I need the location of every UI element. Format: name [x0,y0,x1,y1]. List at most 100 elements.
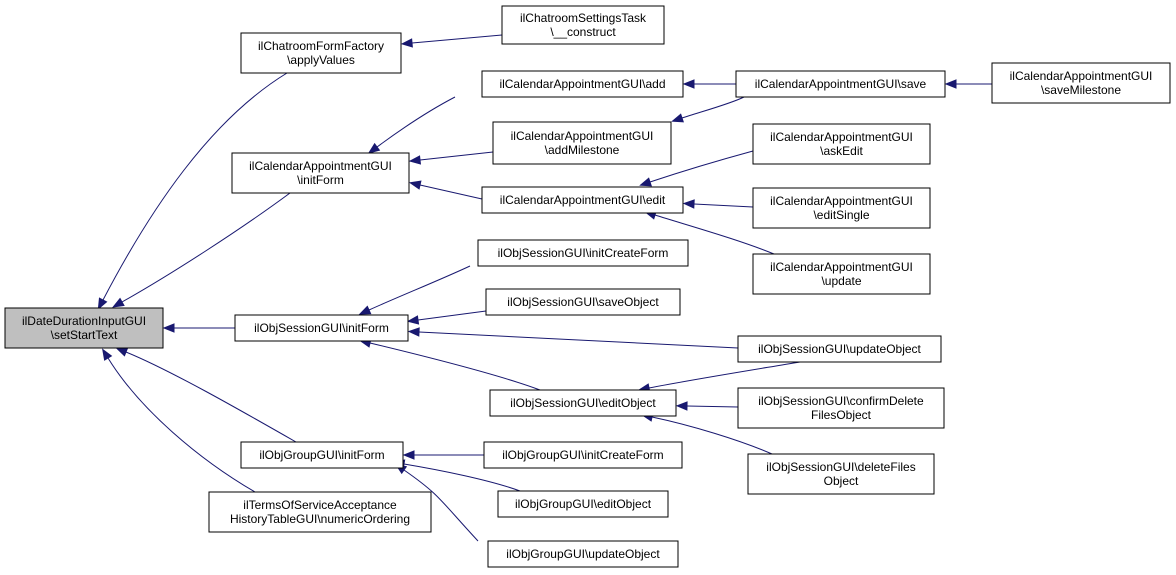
edge-tosHistory-to-root [102,348,256,493]
node-box [737,335,942,363]
edge-line [403,469,479,542]
node-sessInit[interactable]: ilObjSessionGUI\initForm [234,314,409,342]
node-box [487,540,679,568]
node-calInit[interactable]: ilCalendarAppointmentGUI\initForm [231,152,410,194]
node-label: ilObjGroupGUI\initCreateForm [502,448,663,462]
edge-line [648,361,801,389]
node-label: ilChatroomFormFactory [258,39,384,53]
edge-line [417,310,487,321]
arrowhead-icon [944,79,957,89]
node-box [231,152,410,194]
nodes-layer: ilDateDurationInputGUI\setStartTextilCha… [4,5,1171,568]
node-sessSaveObject[interactable]: ilObjSessionGUI\saveObject [485,288,681,316]
node-label: ilObjSessionGUI\initCreateForm [498,246,669,260]
edge-line [419,184,483,200]
edge-calEdit-to-calInit [408,180,483,200]
node-grpInit[interactable]: ilObjGroupGUI\initForm [240,441,404,469]
node-label: \applyValues [287,53,355,67]
arrowhead-icon [162,323,175,333]
edge-line [418,331,739,349]
edge-sessSaveObject-to-sessInit [406,310,487,325]
node-calAdd[interactable]: ilCalendarAppointmentGUI\add [481,70,684,98]
arrowhead-icon [671,113,684,123]
node-sessUpdateObject[interactable]: ilObjSessionGUI\updateObject [737,335,942,363]
node-calAskEdit[interactable]: ilCalendarAppointmentGUI\askEdit [752,123,931,165]
node-box [477,239,689,267]
node-label: ilCalendarAppointmentGUI\edit [500,193,666,207]
arrowhead-icon [358,305,372,315]
node-sessInitCreate[interactable]: ilObjSessionGUI\initCreateForm [477,239,689,267]
arrowhead-icon [639,177,652,187]
node-box [501,5,665,45]
edge-line [686,405,739,408]
edge-line [125,351,297,443]
arrowhead-icon [112,297,125,308]
node-label: ilObjSessionGUI\updateObject [758,342,921,356]
edge-line [681,96,745,119]
node-label: ilObjGroupGUI\initForm [259,448,384,462]
node-calEdit[interactable]: ilCalendarAppointmentGUI\edit [481,186,684,214]
node-calSave[interactable]: ilCalendarAppointmentGUI\save [735,70,946,98]
node-chatFactory[interactable]: ilChatroomFormFactory\applyValues [240,32,402,74]
node-box [737,387,945,429]
node-grpInitCreate[interactable]: ilObjGroupGUI\initCreateForm [483,441,683,469]
node-grpUpdateObject[interactable]: ilObjGroupGUI\updateObject [487,540,679,568]
node-label: ilCalendarAppointmentGUI [770,194,913,208]
node-box [240,32,402,74]
node-label: HistoryTableGUI\numericOrdering [230,512,410,526]
node-calSaveMilestone[interactable]: ilCalendarAppointmentGUI\saveMilestone [991,62,1171,104]
node-label: Object [824,474,859,488]
edge-sessInitCreate-to-sessInit [358,265,471,315]
node-box [234,314,409,342]
node-tosHistory[interactable]: ilTermsOfServiceAcceptanceHistoryTableGU… [208,491,432,533]
node-label: ilCalendarAppointmentGUI [249,159,392,173]
arrowhead-icon [115,347,129,357]
node-label: ilObjSessionGUI\editObject [510,396,656,410]
arrowhead-icon [682,79,695,89]
node-label: ilCalendarAppointmentGUI [770,130,913,144]
arrowhead-icon [408,180,422,190]
arrowhead-icon [682,199,695,209]
node-label: ilCalendarAppointmentGUI [511,129,654,143]
node-box [752,123,931,165]
edge-calSave-to-calAddMilestone [671,96,745,123]
node-box [481,70,684,98]
edge-chatSettings-to-chatFactory [400,34,503,48]
arrowhead-icon [400,38,413,48]
edge-grpInit-to-root [115,347,297,443]
node-chatSettings[interactable]: ilChatroomSettingsTask\__construct [501,5,665,45]
node-label: ilCalendarAppointmentGUI [770,260,913,274]
edge-line [693,203,754,208]
node-label: ilObjGroupGUI\editObject [515,497,652,511]
node-calEditSingle[interactable]: ilCalendarAppointmentGUI\editSingle [752,187,931,229]
edge-calAdd-to-calInit [367,96,456,154]
node-calUpdate[interactable]: ilCalendarAppointmentGUI\update [752,253,931,295]
edge-line [654,214,775,255]
edge-calAskEdit-to-calEdit [639,150,754,187]
arrowhead-icon [675,401,688,411]
node-calAddMilestone[interactable]: ilCalendarAppointmentGUI\addMilestone [492,121,672,165]
node-label: FilesObject [811,408,872,422]
edge-line [411,34,503,44]
edge-line [403,463,521,492]
node-label: ilChatroomSettingsTask [520,11,647,25]
node-label: ilCalendarAppointmentGUI\save [755,77,927,91]
edge-line [121,192,291,303]
node-sessEditObject[interactable]: ilObjSessionGUI\editObject [489,389,677,417]
node-grpEditObject[interactable]: ilObjGroupGUI\editObject [497,490,669,518]
node-box [752,187,931,229]
node-label: \addMilestone [545,143,620,157]
edge-calSaveMilestone-to-calSave [944,79,992,89]
node-box [483,441,683,469]
edge-sessConfirmDelete-to-sessEditObject [675,401,739,411]
node-label: \initForm [297,173,344,187]
node-box [208,491,432,533]
arrowhead-icon [407,327,420,337]
edge-chatFactory-to-root [97,72,288,311]
node-label: \saveMilestone [1041,83,1121,97]
node-label: \__construct [550,25,616,39]
edge-calAddMilestone-to-calInit [408,151,494,165]
